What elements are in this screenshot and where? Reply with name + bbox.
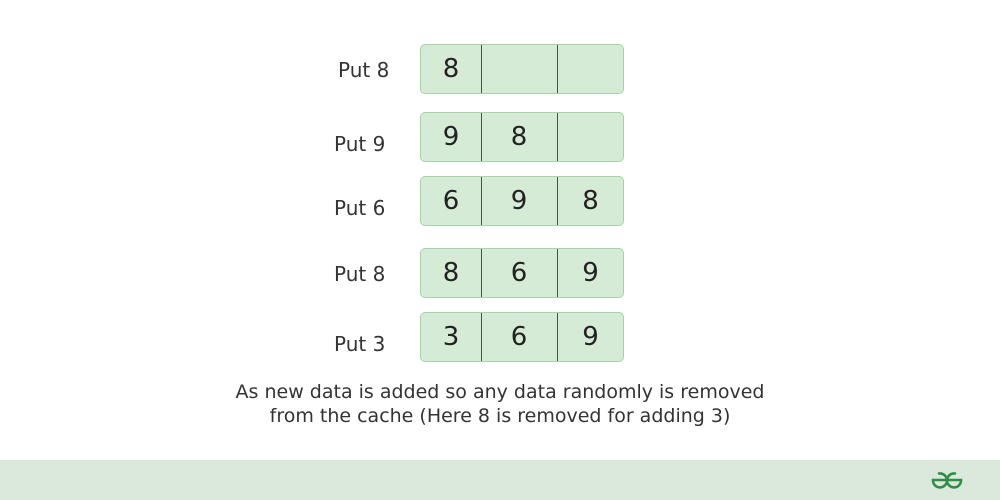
operation-label: Put 3 (334, 332, 386, 356)
step-row-3: Put 6 6 9 8 (0, 176, 1000, 228)
step-row-1: Put 8 8 (0, 44, 1000, 96)
cache-slot-3: 8 (582, 186, 599, 216)
cache-slot-2: 6 (481, 249, 558, 297)
step-row-4: Put 8 8 6 9 (0, 248, 1000, 300)
cache-box: 8 6 9 (420, 248, 624, 298)
operation-label: Put 9 (334, 132, 386, 156)
footer-bar (0, 460, 1000, 500)
cache-slot-1: 8 (421, 45, 482, 93)
cache-slot-3 (557, 45, 624, 93)
cache-box: 6 9 8 (420, 176, 624, 226)
explanation-caption: As new data is added so any data randoml… (0, 380, 1000, 428)
cache-slot-3: 9 (582, 258, 599, 288)
cache-slot-3: 9 (582, 322, 599, 352)
cache-slot-2: 8 (481, 113, 558, 161)
step-row-5: Put 3 3 6 9 (0, 312, 1000, 364)
cache-slot-1: 3 (421, 313, 482, 361)
operation-label: Put 8 (338, 58, 390, 82)
caption-line-2: from the cache (Here 8 is removed for ad… (269, 405, 731, 427)
operation-label: Put 8 (334, 262, 386, 286)
cache-box: 9 8 (420, 112, 624, 162)
cache-box: 3 6 9 (420, 312, 624, 362)
cache-slot-1: 6 (421, 177, 482, 225)
cache-slot-2 (481, 45, 558, 93)
cache-slot-2: 6 (481, 313, 558, 361)
cache-slot-3 (557, 113, 624, 161)
cache-slot-1: 9 (421, 113, 482, 161)
gfg-logo-icon (931, 472, 963, 489)
cache-slot-2: 9 (481, 177, 558, 225)
cache-slot-1: 8 (421, 249, 482, 297)
caption-line-1: As new data is added so any data randoml… (235, 381, 765, 403)
cache-box: 8 (420, 44, 624, 94)
step-row-2: Put 9 9 8 (0, 112, 1000, 164)
operation-label: Put 6 (334, 196, 386, 220)
